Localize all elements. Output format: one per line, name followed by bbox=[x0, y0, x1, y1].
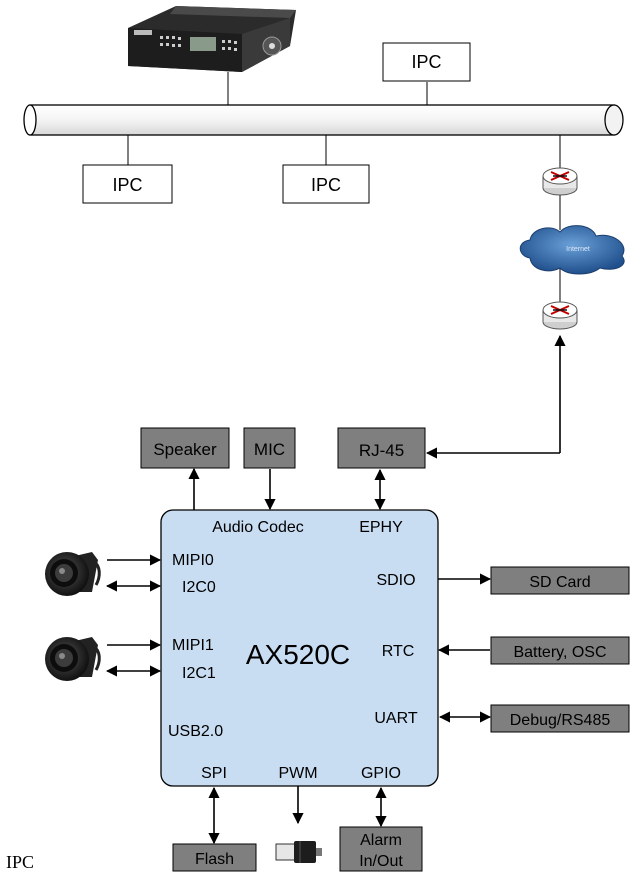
chip-pwm: PWM bbox=[278, 765, 317, 782]
ax520c-chip: Audio Codec EPHY MIPI0 I2C0 MIPI1 I2C1 U… bbox=[160, 509, 439, 787]
chip-i2c0: I2C0 bbox=[182, 579, 216, 596]
alarm-box: Alarm In/Out bbox=[339, 826, 423, 872]
chip-audio-codec: Audio Codec bbox=[212, 519, 304, 536]
speaker-box: Speaker bbox=[140, 427, 230, 469]
chip-spi: SPI bbox=[201, 765, 227, 782]
chip-i2c1: I2C1 bbox=[182, 665, 216, 682]
ipc-box-mid: IPC bbox=[282, 164, 370, 204]
signal-arrows bbox=[105, 334, 566, 845]
router-icon-bottom bbox=[542, 301, 578, 330]
debug-rs485-label: Debug/RS485 bbox=[510, 712, 611, 729]
sd-card-box: SD Card bbox=[490, 566, 630, 595]
ipc-left-label: IPC bbox=[112, 175, 142, 195]
network-bus bbox=[23, 104, 624, 136]
alarm-label-line1: Alarm bbox=[360, 832, 402, 849]
chip-usb: USB2.0 bbox=[168, 723, 223, 740]
battery-osc-box: Battery, OSC bbox=[490, 636, 630, 665]
router-icon-top bbox=[542, 167, 578, 196]
ipc-top-label: IPC bbox=[411, 52, 441, 72]
ipc-box-top: IPC bbox=[382, 42, 471, 82]
battery-osc-label: Battery, OSC bbox=[513, 644, 606, 661]
flash-label: Flash bbox=[195, 851, 234, 868]
rj45-label: RJ-45 bbox=[359, 441, 404, 460]
flash-box: Flash bbox=[172, 843, 257, 872]
speaker-label: Speaker bbox=[153, 440, 217, 459]
mic-label: MIC bbox=[254, 440, 285, 459]
debug-rs485-box: Debug/RS485 bbox=[490, 704, 630, 733]
sd-card-label: SD Card bbox=[529, 574, 590, 591]
alarm-label-line2: In/Out bbox=[359, 853, 403, 870]
chip-ephy: EPHY bbox=[359, 519, 403, 536]
ipc-mid-label: IPC bbox=[311, 175, 341, 195]
cloud-text: Internet bbox=[566, 246, 590, 253]
bus-connectors bbox=[127, 72, 561, 302]
chip-gpio: GPIO bbox=[361, 765, 401, 782]
mic-box: MIC bbox=[243, 427, 296, 469]
chip-sdio: SDIO bbox=[376, 572, 415, 589]
page-caption: IPC bbox=[6, 852, 35, 872]
internet-cloud-icon: Internet bbox=[519, 225, 625, 275]
nvr-device-icon bbox=[128, 6, 296, 72]
chip-uart: UART bbox=[374, 710, 417, 727]
camera-icon-bottom bbox=[45, 637, 101, 681]
motor-icon bbox=[275, 841, 322, 863]
ipc-box-left: IPC bbox=[82, 164, 173, 204]
rj45-box: RJ-45 bbox=[337, 427, 426, 469]
camera-icon-top bbox=[45, 552, 101, 596]
chip-name: AX520C bbox=[246, 639, 350, 670]
chip-mipi1: MIPI1 bbox=[172, 637, 214, 654]
chip-mipi0: MIPI0 bbox=[172, 552, 214, 569]
chip-rtc: RTC bbox=[382, 643, 415, 660]
